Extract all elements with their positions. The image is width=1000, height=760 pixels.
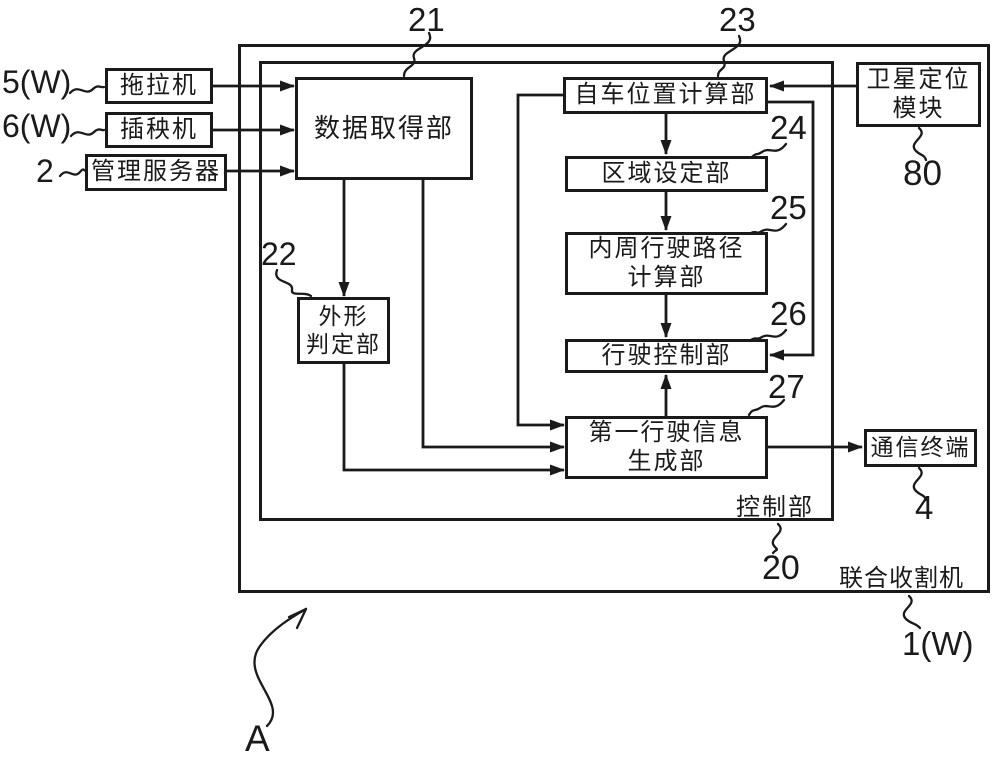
edge-ownpos-to-firstinfo [516,93,566,431]
ref-label-area-setting: 24 [770,109,807,146]
leader-80 [912,126,928,162]
leader-24 [750,142,788,159]
leader-26 [749,328,788,342]
combine-harvester-frame [238,44,990,593]
leader-5w [68,85,106,95]
leader-27 [747,398,786,417]
node-management-server-label: 管理服务器 [91,158,221,186]
node-data-acquisition: 数据取得部 [295,77,473,180]
node-travel-control: 行驶控制部 [565,339,768,373]
node-rice-transplanter: 插秧机 [105,112,213,148]
ref-label-control-unit: 20 [762,549,800,587]
leader-4 [912,466,928,502]
node-shape-determination: 外形 判定部 [297,297,390,364]
node-area-setting: 区域设定部 [565,156,768,192]
ref-label-management-server: 2 [36,153,54,189]
node-own-vehicle-position-calc: 自车位置计算部 [563,77,768,114]
control-unit-frame [259,61,834,521]
ref-label-travel-control: 26 [770,295,807,332]
ref-label-shape-determination: 22 [261,236,297,272]
ref-label-tractor: 5(W) [2,64,72,100]
edge-data-to-firstinfo [421,180,565,453]
node-tractor-label: 拖拉机 [120,71,198,99]
control-unit-label: 控制部 [736,494,814,521]
node-area-setting-label: 区域设定部 [601,159,732,187]
ref-label-inner-travel-path-calc: 25 [770,189,807,226]
node-management-server: 管理服务器 [85,154,227,191]
system-a-arrow [253,607,308,728]
node-rice-transplanter-label: 插秧机 [120,115,198,143]
node-first-travel-info-gen: 第一行驶信息 生成部 [565,416,768,479]
node-satellite-positioning-module: 卫星定位 模块 [856,62,981,127]
ref-label-data-acquisition: 21 [408,1,445,38]
edge-shape-to-firstinfo [342,364,565,476]
leader-2 [58,168,88,178]
node-communication-terminal-label: 通信终端 [870,434,971,461]
ref-label-system-a: A [245,718,270,759]
node-communication-terminal: 通信终端 [864,429,977,467]
node-own-vehicle-position-calc-label: 自车位置计算部 [574,81,757,109]
leader-6w [69,128,106,138]
edge-ownpos-to-travelctrl [766,100,815,361]
system-a-arrowhead [287,607,308,630]
node-data-acquisition-label: 数据取得部 [313,112,454,143]
ref-label-rice-transplanter: 6(W) [2,108,72,144]
ref-label-communication-terminal: 4 [915,489,934,526]
ref-label-combine-harvester: 1(W) [902,625,974,662]
combine-harvester-label: 联合收割机 [839,565,964,592]
leader-20 [771,522,782,555]
leader-21 [402,31,432,78]
node-inner-travel-path-calc-label: 内周行驶路径 计算部 [588,234,745,291]
leader-22 [275,268,313,298]
node-satellite-positioning-module-label: 卫星定位 模块 [866,65,971,122]
ref-label-own-vehicle-position-calc: 23 [719,1,756,38]
ref-label-first-travel-info-gen: 27 [768,368,805,405]
node-travel-control-label: 行驶控制部 [601,341,732,369]
ref-label-satellite-positioning-module: 80 [903,154,942,193]
leader-1w [902,594,922,630]
node-inner-travel-path-calc: 内周行驶路径 计算部 [565,232,768,295]
node-shape-determination-label: 外形 判定部 [306,302,381,357]
node-tractor: 拖拉机 [105,68,213,104]
node-first-travel-info-gen-label: 第一行驶信息 生成部 [588,418,745,475]
